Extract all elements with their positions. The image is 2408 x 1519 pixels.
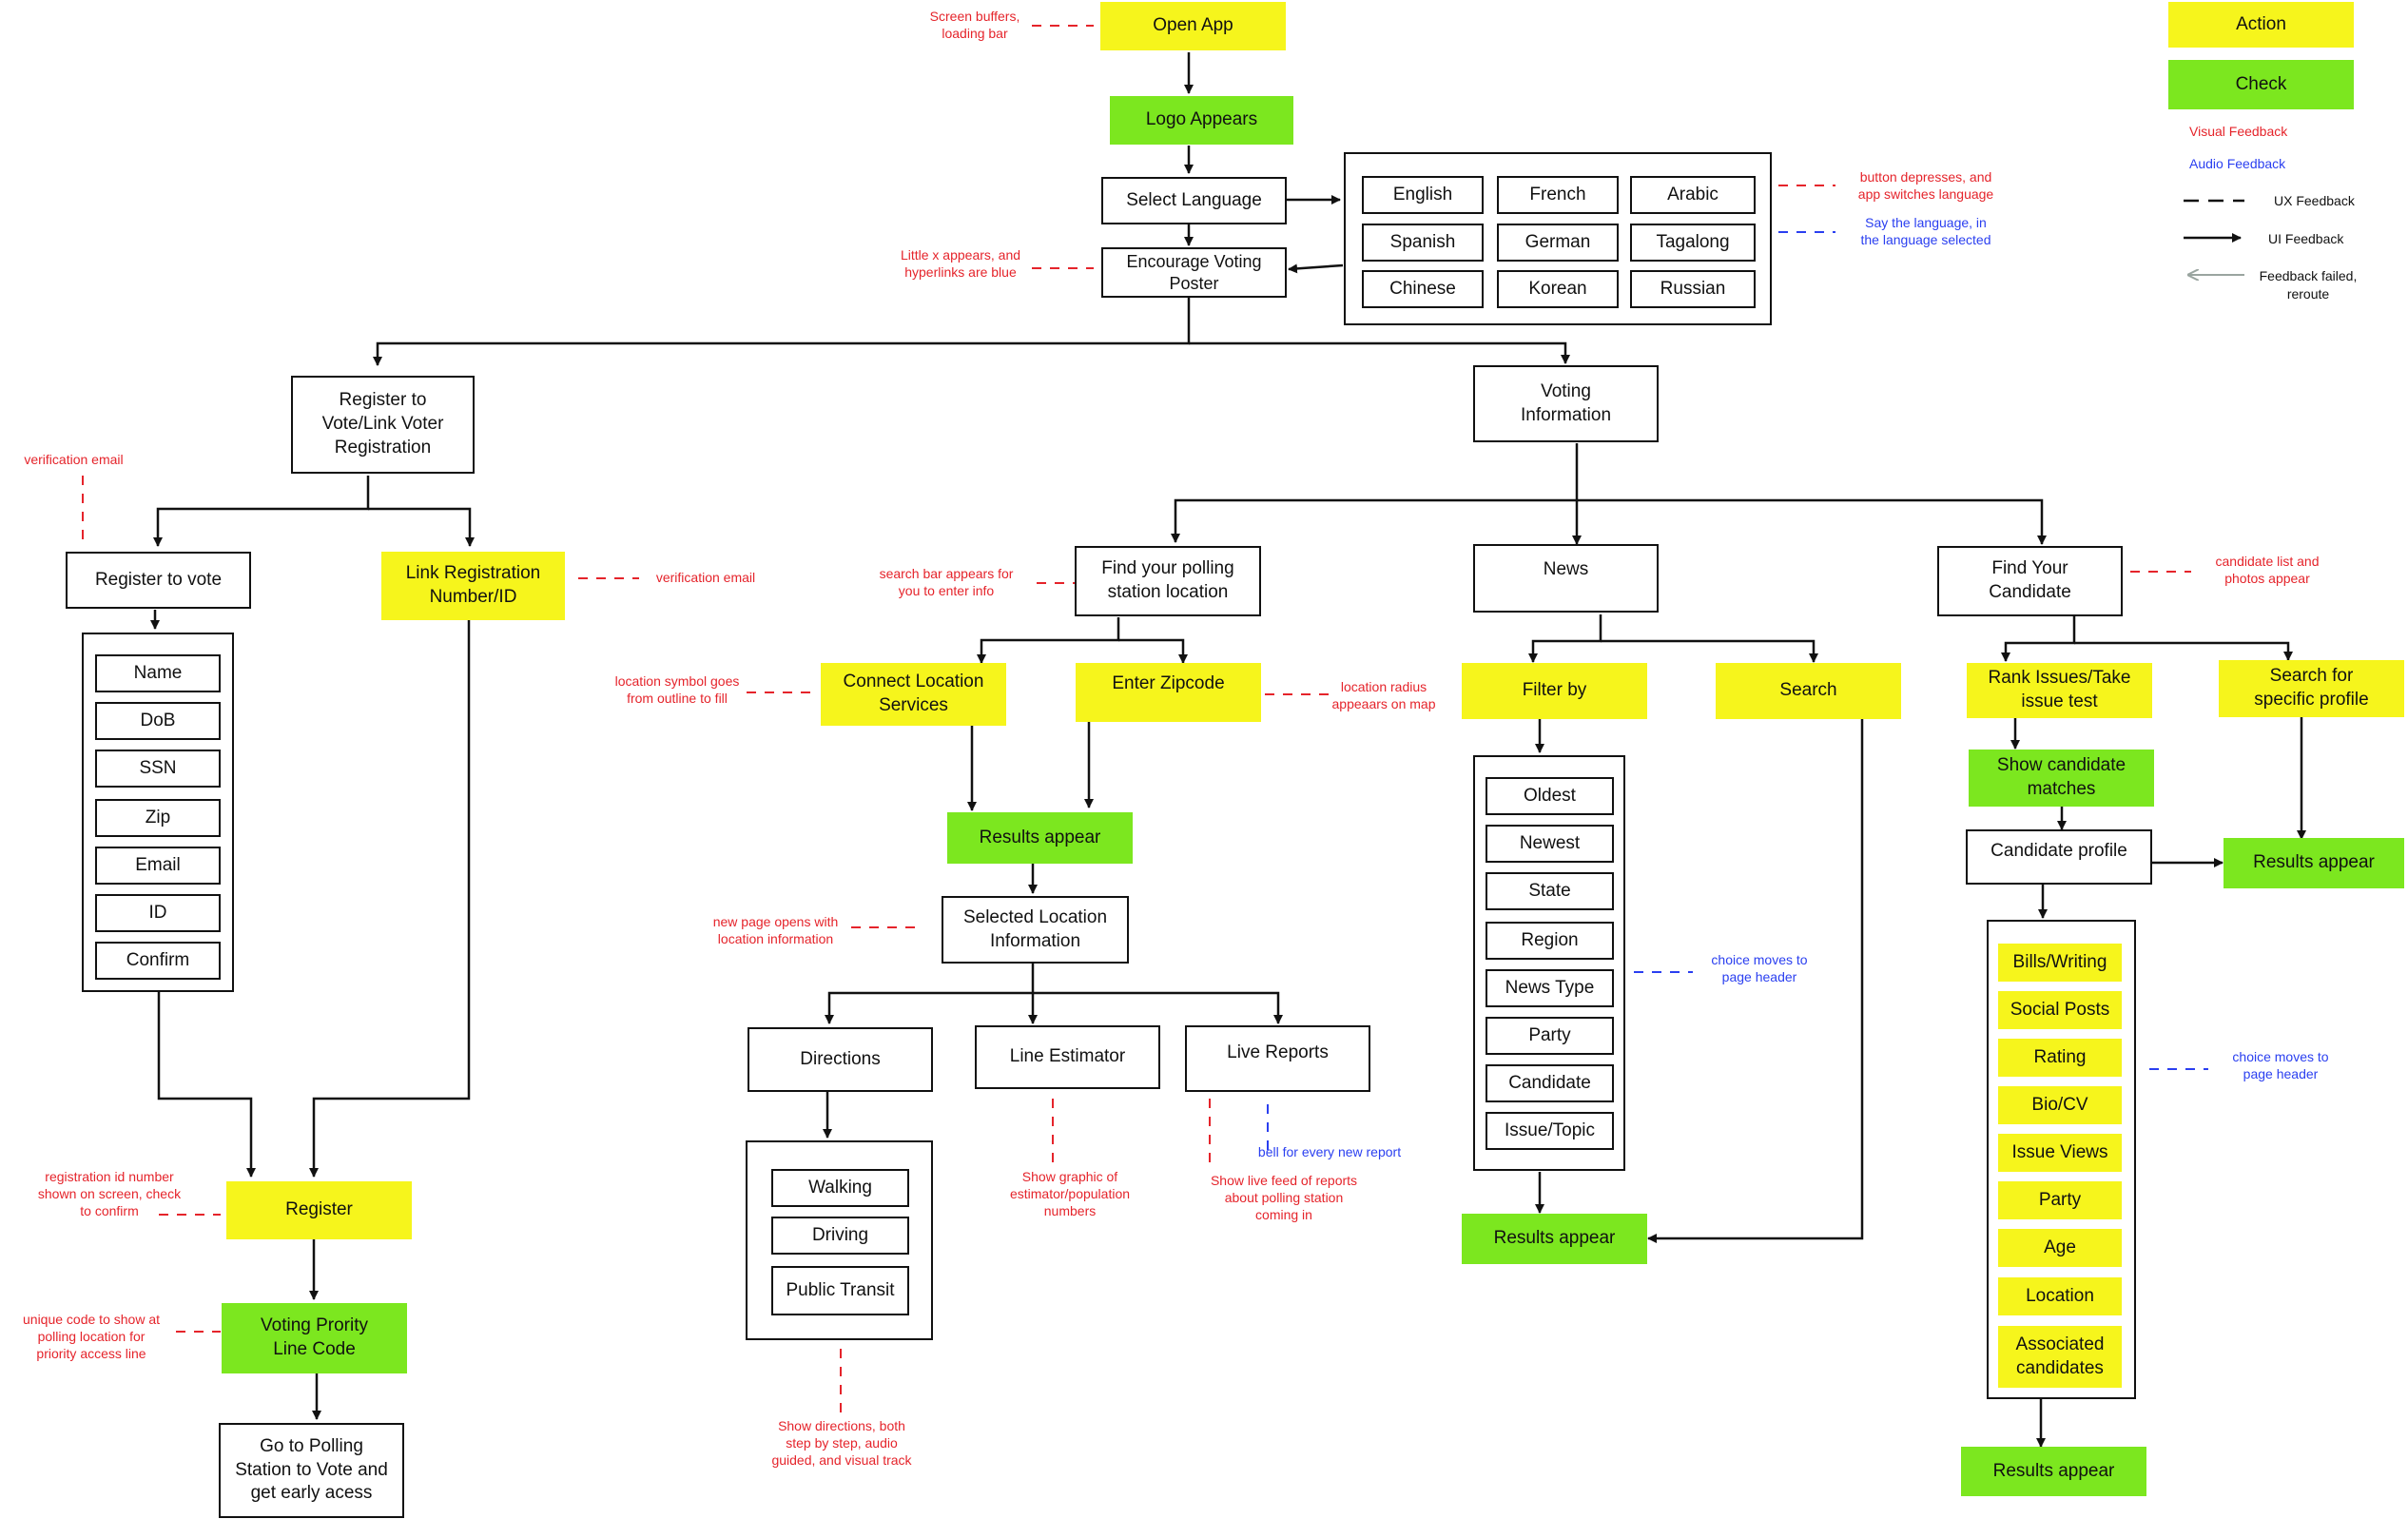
language-option-russian[interactable]: Russian [1630,270,1756,308]
name-field[interactable]: Name [95,654,221,692]
legend-check-swatch: Check [2168,60,2354,109]
find-polling-station-step[interactable]: Find your polling station location [1075,546,1261,616]
voting-priority-line-code-check: Voting Prority Line Code [222,1303,407,1373]
show-candidate-matches-check: Show candidate matches [1969,750,2154,807]
select-language-step[interactable]: Select Language [1101,177,1287,224]
filter-state-option[interactable]: State [1486,872,1614,910]
language-option-spanish[interactable]: Spanish [1362,224,1484,262]
news-search-action[interactable]: Search [1716,663,1901,719]
filter-party-option[interactable]: Party [1486,1017,1614,1055]
annotation-show-directions: Show directions, both step by step, audi… [771,1418,912,1469]
link-registration-number-action[interactable]: Link Registration Number/ID [381,552,565,620]
annotation-candidate-list: candidate list and photos appear [2215,554,2320,587]
profile-bills-writing-action[interactable]: Bills/Writing [1998,944,2122,982]
find-your-candidate-step[interactable]: Find Your Candidate [1937,546,2123,616]
ui-arrows [150,52,2306,1448]
profile-location-action[interactable]: Location [1998,1277,2122,1315]
news-results-appear-check: Results appear [1462,1214,1647,1264]
annotation-screen-buffers: Screen buffers, loading bar [929,9,1020,42]
email-field[interactable]: Email [95,847,221,885]
profile-issue-views-action[interactable]: Issue Views [1998,1134,2122,1172]
live-reports-option[interactable]: Live Reports [1185,1025,1370,1092]
directions-option[interactable]: Directions [748,1027,933,1092]
ssn-field[interactable]: SSN [95,750,221,788]
annotation-choice-header-profile: choice moves to page header [2232,1049,2329,1082]
connect-location-services-action[interactable]: Connect Location Services [821,663,1006,726]
profile-party-action[interactable]: Party [1998,1181,2122,1219]
search-specific-profile-action[interactable]: Search for specific profile [2219,660,2404,717]
feedback-dashes [82,25,2208,1415]
legend-action-swatch: Action [2168,2,2354,48]
enter-zipcode-action[interactable]: Enter Zipcode [1076,663,1261,722]
annotation-unique-code: unique code to show at polling location … [23,1312,160,1362]
legend-audio-feedback: Audio Feedback [2189,156,2286,171]
confirm-button[interactable]: Confirm [95,942,221,980]
legend-ux-feedback: UX Feedback [2274,193,2355,208]
legend-feedback-failed: Feedback failed, reroute [2259,268,2358,302]
rank-issues-action[interactable]: Rank Issues/Take issue test [1967,663,2152,718]
walking-option[interactable]: Walking [771,1169,909,1207]
annotation-search-bar: search bar appears for you to enter info [879,566,1014,599]
filter-news-type-option[interactable]: News Type [1486,969,1614,1007]
public-transit-option[interactable]: Public Transit [771,1266,909,1315]
annotation-verification-email-left: verification email [24,452,124,467]
profile-bio-cv-action[interactable]: Bio/CV [1998,1086,2122,1124]
candidate-profile-step[interactable]: Candidate profile [1966,829,2152,885]
annotation-verification-email-right: verification email [655,570,756,585]
annotation-live-feed: Show live feed of reports about polling … [1210,1173,1358,1223]
voting-information-step[interactable]: Voting Information [1473,365,1659,442]
filter-newest-option[interactable]: Newest [1486,825,1614,863]
language-option-korean[interactable]: Korean [1497,270,1619,308]
zip-field[interactable]: Zip [95,799,221,837]
annotation-registration-id: registration id number shown on screen, … [37,1169,182,1219]
annotation-new-page: new page opens with location information [712,914,839,947]
filter-by-action[interactable]: Filter by [1462,663,1647,719]
annotation-choice-header-news: choice moves to page header [1711,952,1808,985]
language-option-french[interactable]: French [1497,176,1619,214]
encourage-voting-poster-step[interactable]: Encourage Voting Poster [1101,247,1287,298]
filter-candidate-option[interactable]: Candidate [1486,1064,1614,1102]
news-step[interactable]: News [1473,544,1659,613]
profile-associated-candidates-action[interactable]: Associated candidates [1998,1326,2122,1388]
dob-field[interactable]: DoB [95,702,221,740]
profile-rating-action[interactable]: Rating [1998,1039,2122,1077]
profile-age-action[interactable]: Age [1998,1229,2122,1267]
candidate-results-appear-check: Results appear [1961,1447,2146,1496]
go-to-polling-station-step: Go to Polling Station to Vote and get ea… [219,1423,404,1518]
language-option-english[interactable]: English [1362,176,1484,214]
id-field[interactable]: ID [95,894,221,932]
language-option-tagalong[interactable]: Tagalong [1630,224,1756,262]
profile-social-posts-action[interactable]: Social Posts [1998,991,2122,1029]
selected-location-information-step: Selected Location Information [942,896,1129,964]
legend-symbols [2184,199,2244,275]
annotation-little-x: Little x appears, and hyperlinks are blu… [900,247,1021,281]
register-to-vote-step[interactable]: Register to vote [66,552,251,609]
filter-issue-topic-option[interactable]: Issue/Topic [1486,1112,1614,1150]
annotation-button-depresses: button depresses, and app switches langu… [1857,169,1994,203]
polling-results-appear-check: Results appear [947,812,1133,864]
register-action[interactable]: Register [226,1181,412,1239]
legend-visual-feedback: Visual Feedback [2189,124,2288,139]
filter-region-option[interactable]: Region [1486,922,1614,960]
line-estimator-option[interactable]: Line Estimator [975,1025,1160,1089]
open-app-action[interactable]: Open App [1100,2,1286,50]
annotation-bell: bell for every new report [1257,1144,1402,1159]
annotation-location-symbol: location symbol goes from outline to fil… [614,673,740,707]
annotation-line-graphic: Show graphic of estimator/population num… [1009,1169,1131,1219]
legend-ui-feedback: UI Feedback [2268,231,2344,246]
language-option-german[interactable]: German [1497,224,1619,262]
annotation-say-language: Say the language, in the language select… [1860,215,1991,248]
annotation-location-radius: location radius appeaars on map [1331,679,1436,712]
filter-oldest-option[interactable]: Oldest [1486,777,1614,815]
register-link-registration-step[interactable]: Register to Vote/Link Voter Registration [291,376,475,474]
language-option-chinese[interactable]: Chinese [1362,270,1484,308]
logo-appears-check: Logo Appears [1110,96,1293,145]
language-option-arabic[interactable]: Arabic [1630,176,1756,214]
profile-results-appear-check: Results appear [2224,838,2404,888]
driving-option[interactable]: Driving [771,1217,909,1255]
news-filter-panel [1473,755,1625,1171]
